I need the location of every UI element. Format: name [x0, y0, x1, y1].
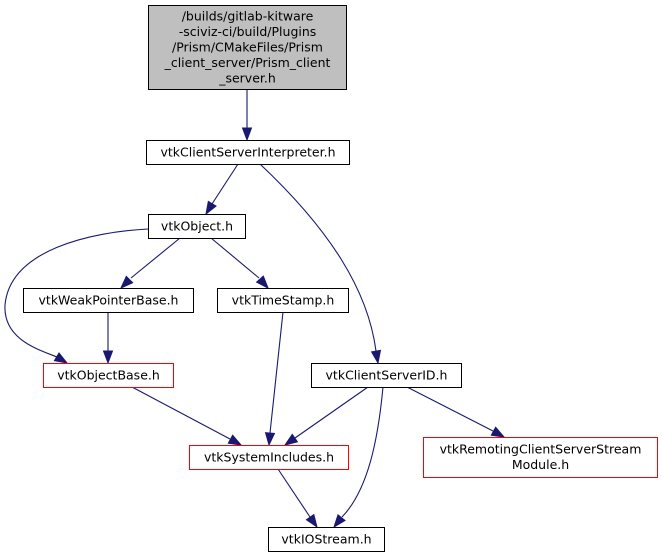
- node-label: vtkObjectBase.h: [57, 367, 160, 382]
- edge-line: [131, 386, 231, 440]
- edge-weak-to-objbase: [102, 312, 114, 365]
- node-label: /Prism/CMakeFiles/Prism: [172, 39, 323, 54]
- node-label: vtkClientServerInterpreter.h: [160, 144, 335, 159]
- arrowhead-icon: [205, 200, 217, 216]
- node-label: vtkTimeStamp.h: [232, 292, 335, 307]
- edge-csid-to-iostream: [333, 386, 384, 529]
- arrowhead-icon: [227, 434, 243, 446]
- edge-root-to-interp: [241, 89, 253, 142]
- node-label: vtkObject.h: [161, 218, 233, 233]
- edge-line: [341, 386, 384, 518]
- edge-line: [211, 163, 239, 205]
- node-box: [189, 445, 349, 470]
- edge-timestamp-to-sysinc: [264, 311, 284, 447]
- node-label: _client_server/Prism_client: [164, 55, 331, 70]
- node-label: Module.h: [512, 457, 569, 472]
- node-timestamp[interactable]: vtkTimeStamp.h: [217, 288, 349, 313]
- edge-line: [130, 237, 181, 279]
- node-box: [268, 527, 385, 552]
- node-box: [148, 214, 246, 239]
- arrowhead-icon: [283, 433, 299, 446]
- node-label: _server.h: [218, 70, 276, 85]
- arrowhead-icon: [53, 352, 69, 364]
- node-root: /builds/gitlab-kitware-sciviz-ci/build/P…: [148, 5, 347, 90]
- node-objbase[interactable]: vtkObjectBase.h: [43, 363, 174, 388]
- edge-line: [259, 163, 377, 352]
- arrowhead-icon: [264, 432, 276, 447]
- arrowhead-icon: [241, 127, 253, 142]
- edge-line: [294, 386, 369, 439]
- node-label: vtkWeakPointerBase.h: [39, 292, 179, 307]
- node-label: -sciviz-ci/build/Plugins: [179, 24, 317, 39]
- edge-object-to-timestamp: [210, 237, 269, 290]
- edge-interp-to-object: [205, 163, 239, 216]
- edge-csid-to-sysinc: [283, 386, 369, 446]
- node-csid[interactable]: vtkClientServerID.h: [311, 363, 462, 388]
- node-weak[interactable]: vtkWeakPointerBase.h: [23, 288, 194, 313]
- node-box: [146, 140, 350, 165]
- edge-line: [406, 386, 494, 432]
- node-label: vtkClientServerID.h: [326, 367, 448, 382]
- node-object[interactable]: vtkObject.h: [148, 214, 246, 239]
- node-label: vtkSystemIncludes.h: [204, 449, 334, 464]
- arrowhead-icon: [333, 513, 346, 529]
- node-box: [43, 363, 174, 388]
- edge-csid-to-remoting: [406, 386, 506, 438]
- node-box: [23, 288, 194, 313]
- node-label: vtkRemotingClientServerStream: [440, 442, 642, 457]
- edge-line: [277, 468, 311, 518]
- node-interp[interactable]: vtkClientServerInterpreter.h: [146, 140, 350, 165]
- edge-line: [269, 311, 284, 434]
- node-label: vtkIOStream.h: [281, 531, 371, 546]
- edge-object-to-weak: [119, 237, 181, 290]
- arrowhead-icon: [305, 513, 318, 529]
- edge-line: [4, 228, 149, 358]
- node-label: /builds/gitlab-kitware: [182, 8, 314, 23]
- edge-interp-to-csid: [259, 163, 382, 365]
- edge-line: [210, 237, 260, 279]
- node-box: [148, 5, 347, 90]
- arrowhead-icon: [102, 350, 114, 365]
- node-box: [311, 363, 462, 388]
- arrowhead-icon: [370, 349, 382, 365]
- node-iostream[interactable]: vtkIOStream.h: [268, 527, 385, 552]
- node-box: [423, 437, 658, 478]
- node-sysinc[interactable]: vtkSystemIncludes.h: [189, 445, 349, 470]
- arrowhead-icon: [119, 275, 134, 290]
- edge-sysinc-to-iostream: [277, 468, 318, 529]
- arrowhead-icon: [255, 275, 269, 290]
- node-box: [217, 288, 349, 313]
- arrowhead-icon: [490, 426, 506, 438]
- edge-object-to-objbase: [4, 228, 149, 364]
- edge-objbase-to-sysinc: [131, 386, 243, 446]
